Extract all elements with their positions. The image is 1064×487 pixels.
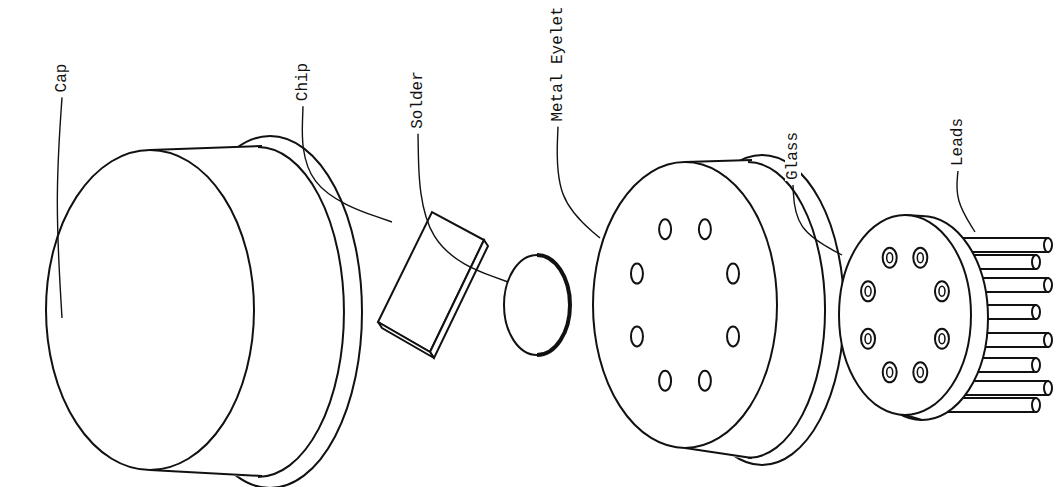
part-label: Leads bbox=[950, 117, 966, 167]
glass-hole bbox=[883, 248, 897, 268]
part-label: Glass bbox=[785, 131, 801, 181]
leader-line bbox=[557, 127, 600, 238]
glass-hole bbox=[913, 248, 927, 268]
eyelet-hole bbox=[659, 219, 671, 239]
glass-drawing bbox=[839, 215, 988, 420]
eyelet-hole bbox=[727, 326, 739, 346]
part-label: Solder bbox=[410, 70, 426, 130]
part-label: Chip bbox=[295, 62, 311, 102]
glass-hole bbox=[861, 281, 875, 301]
leader-line bbox=[57, 97, 62, 318]
part-label: Metal Eyelet bbox=[550, 5, 566, 122]
cap-drawing bbox=[46, 136, 362, 487]
eyelet-hole bbox=[699, 219, 711, 239]
eyelet-hole bbox=[631, 264, 643, 284]
eyelet-hole bbox=[659, 371, 671, 391]
leader-line bbox=[957, 171, 975, 232]
leader-line bbox=[418, 134, 508, 282]
glass-hole bbox=[935, 329, 949, 349]
leader-line bbox=[302, 106, 392, 222]
eyelet-drawing bbox=[593, 155, 844, 465]
glass-hole bbox=[935, 281, 949, 301]
glass-hole bbox=[913, 362, 927, 382]
eyelet-hole bbox=[631, 326, 643, 346]
eyelet-hole bbox=[727, 264, 739, 284]
solder-drawing bbox=[504, 255, 570, 355]
glass-hole bbox=[883, 362, 897, 382]
part-label: Cap bbox=[54, 63, 70, 94]
eyelet-hole bbox=[699, 371, 711, 391]
leader-line bbox=[793, 185, 842, 255]
glass-hole bbox=[861, 329, 875, 349]
